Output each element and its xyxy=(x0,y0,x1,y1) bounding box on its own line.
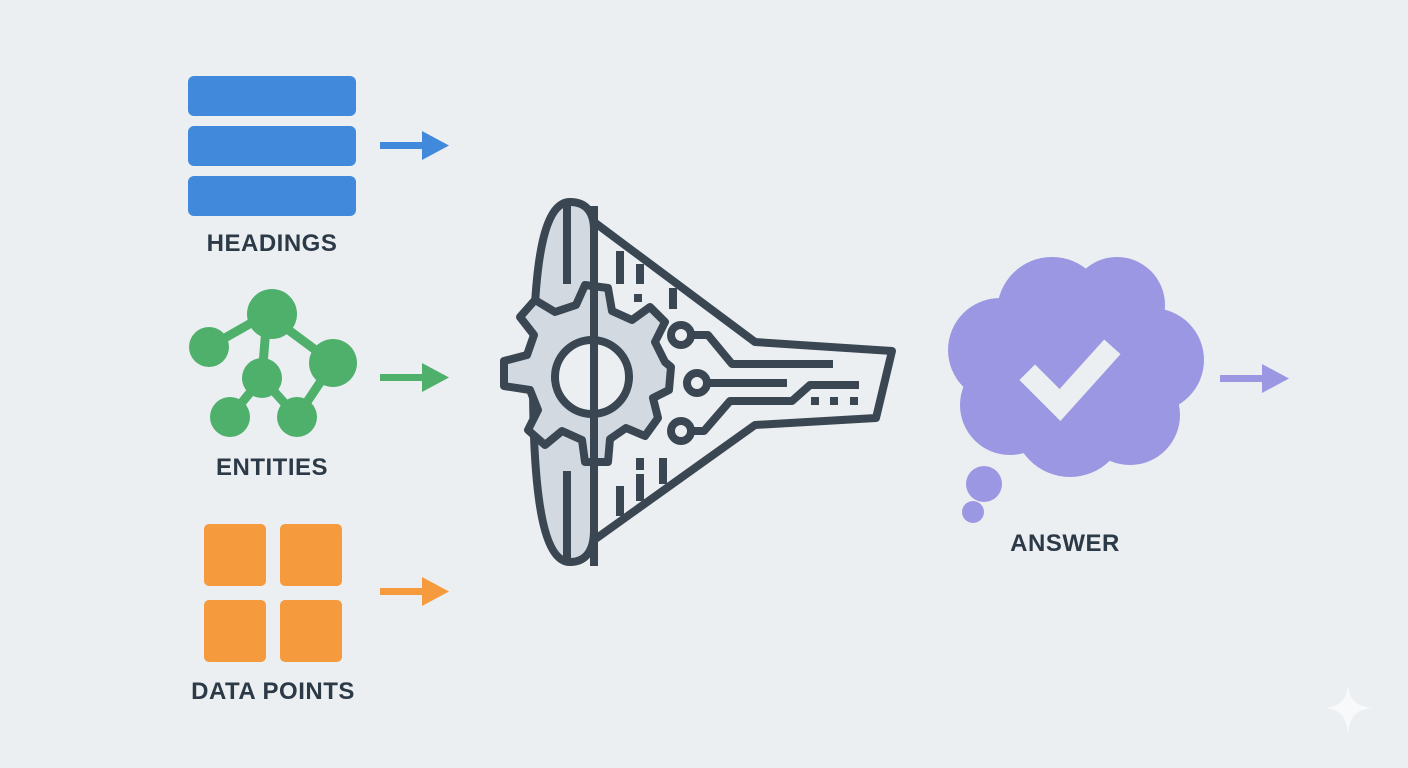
answer-label: ANSWER xyxy=(1010,530,1120,557)
arrow-right-icon xyxy=(380,577,449,606)
data-points-label: DATA POINTS xyxy=(191,678,355,705)
sparkle-icon xyxy=(1326,686,1372,734)
gear-circuit-funnel-icon xyxy=(500,198,896,566)
entities-label: ENTITIES xyxy=(215,454,328,481)
grid-squares-icon xyxy=(204,524,342,662)
arrow-right-icon xyxy=(380,363,449,392)
node-graph-icon xyxy=(189,289,357,437)
headings-label: HEADINGS xyxy=(206,230,338,257)
thought-cloud-check-icon xyxy=(948,257,1204,523)
arrow-right-icon xyxy=(380,131,449,160)
arrow-right-icon xyxy=(1220,364,1289,393)
list-bars-icon xyxy=(188,76,356,216)
